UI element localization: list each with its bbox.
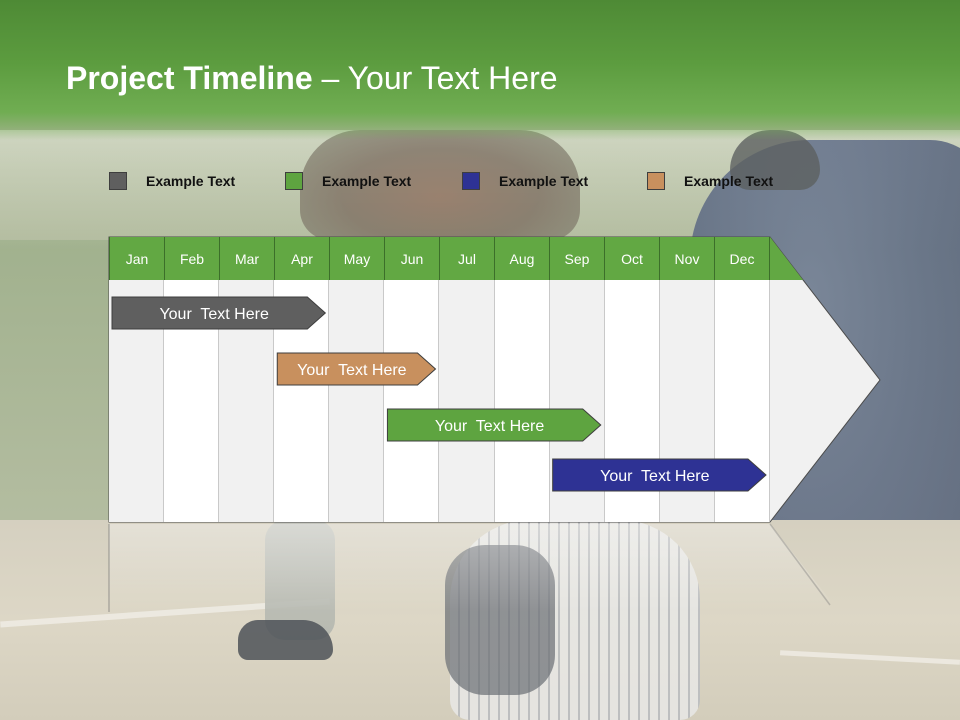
month-header: Jan Feb Mar Apr May Jun Jul Aug Sep Oct …: [109, 237, 770, 280]
title-band: [0, 0, 960, 140]
legend-label-1: Example Text: [146, 173, 236, 189]
legend-item-4: Example Text: [647, 170, 773, 192]
month-sep: Sep: [550, 237, 605, 280]
title-rest: – Your Text Here: [312, 60, 558, 96]
task-bar-4: Your Text Here: [552, 458, 767, 492]
task-bar-2: Your Text Here: [276, 352, 437, 386]
month-nov: Nov: [660, 237, 715, 280]
task-bar-label-2: Your Text Here: [297, 362, 407, 379]
legend-swatch-1: [109, 172, 127, 190]
month-feb: Feb: [165, 237, 220, 280]
legend-item-2: Example Text: [285, 170, 411, 192]
legend-swatch-3: [462, 172, 480, 190]
task-bar-label-4: Your Text Here: [600, 468, 710, 485]
month-dec: Dec: [715, 237, 770, 280]
month-oct: Oct: [605, 237, 660, 280]
slide-title: Project Timeline – Your Text Here: [66, 60, 558, 97]
task-bar-label-3: Your Text Here: [435, 418, 545, 435]
month-jan: Jan: [109, 237, 165, 280]
title-bold: Project Timeline: [66, 60, 313, 96]
legend-label-4: Example Text: [684, 173, 774, 189]
month-jun: Jun: [385, 237, 440, 280]
legend-label-3: Example Text: [499, 173, 589, 189]
legend-item-3: Example Text: [462, 170, 588, 192]
month-aug: Aug: [495, 237, 550, 280]
legend-swatch-4: [647, 172, 665, 190]
month-jul: Jul: [440, 237, 495, 280]
month-apr: Apr: [275, 237, 330, 280]
month-may: May: [330, 237, 385, 280]
task-bar-label-1: Your Text Here: [159, 306, 269, 323]
legend-item-1: Example Text: [109, 170, 235, 192]
month-mar: Mar: [220, 237, 275, 280]
task-bar-1: Your Text Here: [111, 296, 327, 330]
legend-label-2: Example Text: [322, 173, 412, 189]
legend-swatch-2: [285, 172, 303, 190]
task-bar-3: Your Text Here: [386, 408, 602, 442]
